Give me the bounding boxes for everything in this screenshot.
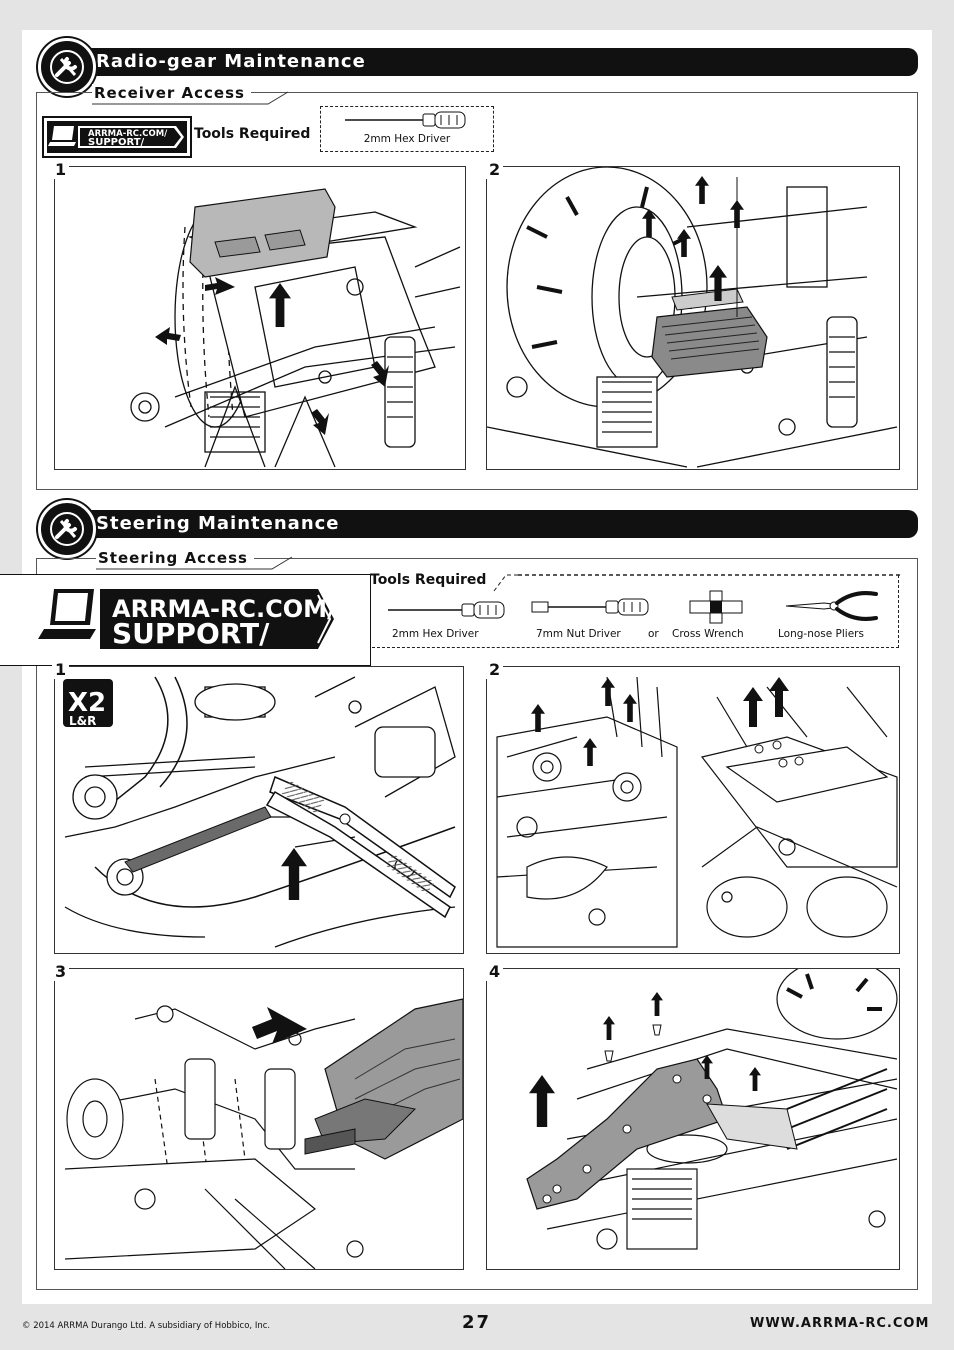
radio-step-1-illustration [54,166,466,470]
support-link-small[interactable]: ARRMA-RC.COM/ SUPPORT/ [42,116,192,158]
x2-badge-main: X2 [68,688,106,718]
radio-step-2-number: 2 [486,160,504,179]
steering-tools-label: Tools Required [370,572,487,588]
steering-step-3-illustration [54,968,464,1270]
steering-tool-or: or [648,628,659,640]
manual-page: Radio-gear Maintenance Receiver Access A… [0,30,932,1304]
tools-badge-icon [38,38,96,96]
cross-wrench-icon [689,590,743,624]
steering-step-2-illustration [486,666,900,954]
radio-tool-hex-driver: 2mm Hex Driver [363,133,451,145]
steering-tool-hex-driver: 2mm Hex Driver [392,628,479,640]
long-nose-pliers-icon [785,591,878,621]
copyright-text: © 2014 ARRMA Durango Ltd. A subsidiary o… [22,1321,271,1331]
support-large-line2: SUPPORT/ [112,617,270,650]
steering-tools-box [372,575,899,648]
steering-tool-pliers: Long-nose Pliers [778,628,864,640]
subtitle-underline [92,91,289,105]
steering-step-2-number: 2 [486,660,504,679]
radio-section-title: Radio-gear Maintenance [96,51,366,72]
steering-section-title: Steering Maintenance [96,513,340,534]
steering-step-4-illustration [486,968,900,1270]
steering-tool-nut-driver: 7mm Nut Driver [536,628,621,640]
radio-step-1-number: 1 [52,160,70,179]
steering-tools-top-line [518,574,900,576]
radio-step-2-illustration [486,166,900,470]
radio-tools-label: Tools Required [194,126,311,142]
nut-driver-icon [531,598,649,616]
steering-subtitle: Steering Access [96,549,254,567]
support-small-line2: SUPPORT/ [88,137,145,148]
support-small-line1: ARRMA-RC.COM/ [88,129,168,139]
steering-step-3-number: 3 [52,962,70,981]
radio-section-frame [36,92,918,490]
support-large-line1: ARRMA-RC.COM/ [112,595,336,623]
x2-badge-sub: L&R [69,714,96,728]
steering-step-1-illustration: X2 L&R [54,666,464,954]
tools-box-corner [493,574,520,592]
tools-badge-icon-2 [38,500,96,558]
steering-step-4-number: 4 [486,962,504,981]
radio-section-header: Radio-gear Maintenance [86,48,918,76]
hex-driver-icon [345,111,466,129]
website-link[interactable]: WWW.ARRMA-RC.COM [750,1316,930,1331]
steering-step-1-number: 1 [52,660,70,679]
steering-section-frame [36,558,918,1290]
radio-subtitle: Receiver Access [92,84,251,102]
support-link-large[interactable]: ARRMA-RC.COM/ SUPPORT/ [0,574,371,666]
page-number: 27 [462,1312,492,1333]
radio-tools-box: 2mm Hex Driver [320,106,494,152]
steering-section-header: Steering Maintenance [86,510,918,538]
subtitle-underline-2 [96,556,293,570]
steering-tool-cross-wrench: Cross Wrench [672,628,744,640]
x2-lr-badge: X2 L&R [63,679,113,728]
hex-driver-icon-2 [388,601,505,619]
